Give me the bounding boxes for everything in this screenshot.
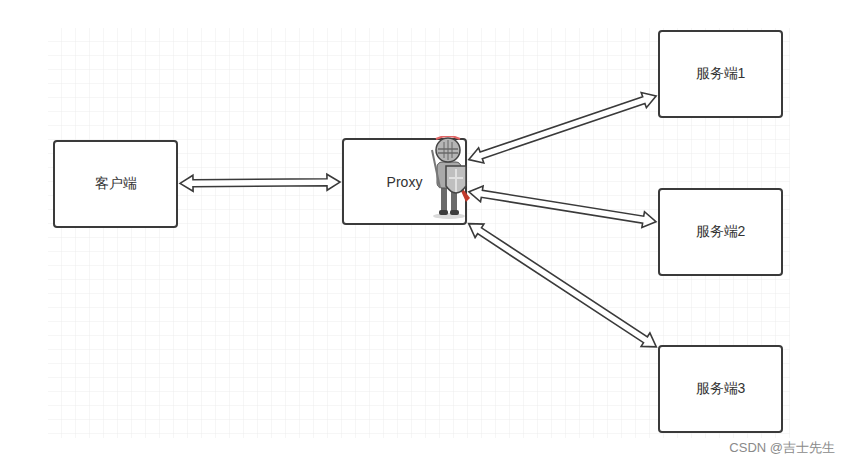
- hollow-arrow: [180, 174, 340, 191]
- node-text: 服务端2: [696, 223, 746, 241]
- node-text: 服务端1: [696, 65, 746, 83]
- process-box: 客户端: [53, 140, 178, 228]
- node-text: Proxy: [387, 174, 423, 190]
- knight-icon: [426, 136, 472, 220]
- hollow-arrow: [469, 93, 656, 164]
- hollow-arrow: [469, 224, 657, 347]
- watermark: CSDN @吉士先生: [727, 439, 837, 457]
- process-box: 服务端3: [658, 345, 783, 433]
- node-text: 服务端3: [696, 380, 746, 398]
- process-box: 服务端2: [658, 188, 783, 276]
- process-box: 服务端1: [658, 30, 783, 118]
- node-text: 客户端: [95, 175, 137, 193]
- hollow-arrow: [469, 186, 656, 228]
